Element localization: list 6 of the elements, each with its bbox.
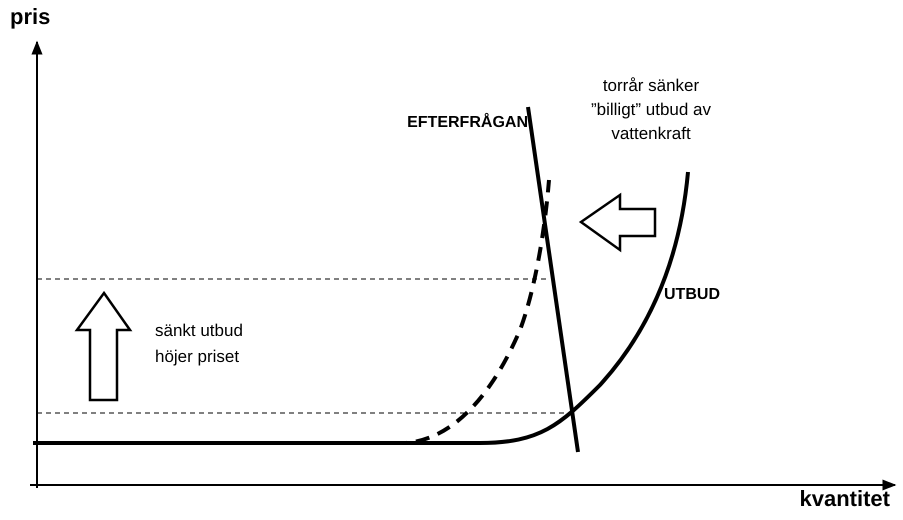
curve-label: EFTERFRÅGAN [406,113,528,132]
axis-label: kvantitet [798,486,890,512]
axis-label: pris [10,4,52,30]
curve-label: UTBUD [664,285,721,304]
annotation: sänkt utbud höjer priset [155,320,244,368]
annotation: torrår sänker ”billigt” utbud av vattenkraft [590,75,712,145]
